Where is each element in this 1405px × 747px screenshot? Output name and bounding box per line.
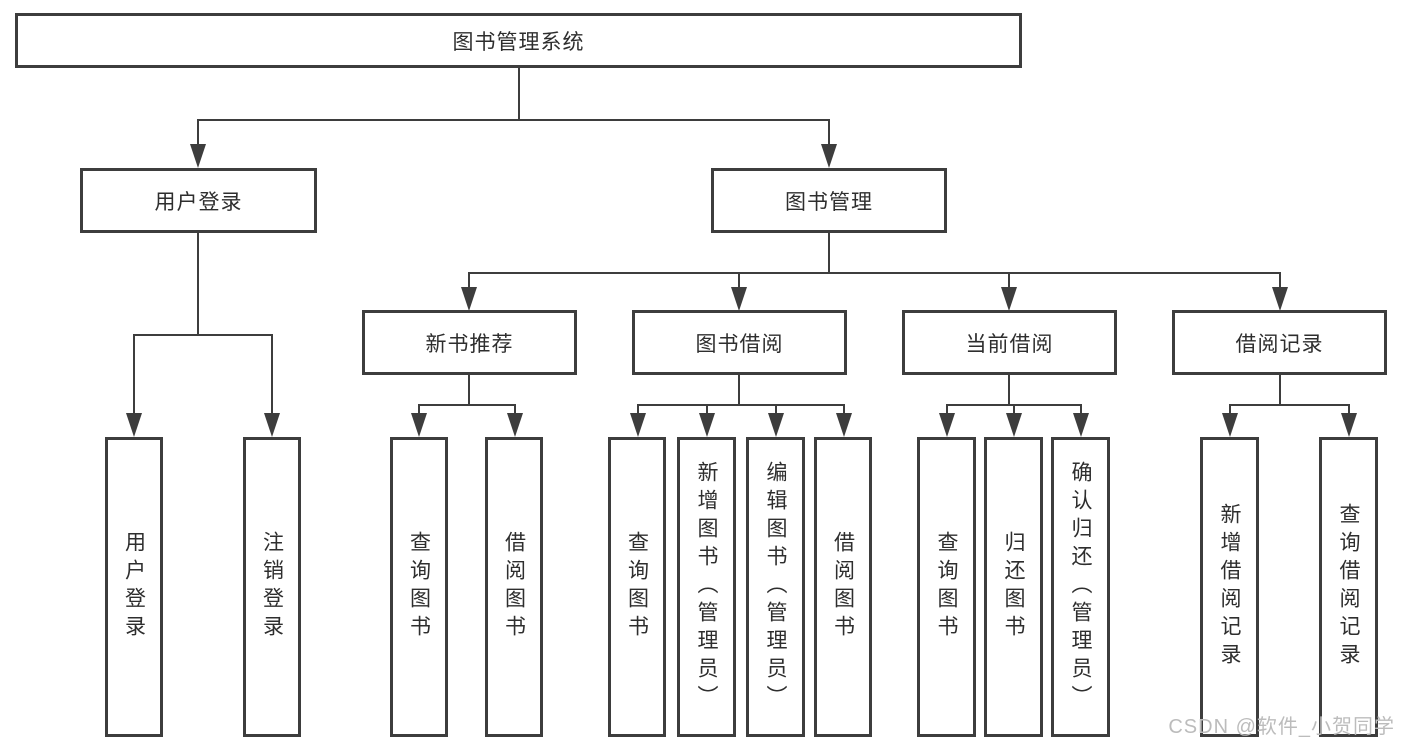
connector-user-login-trunk (197, 233, 199, 336)
arrowhead-leaf-login-icon (126, 413, 142, 437)
node-user-login: 用户登录 (80, 168, 317, 233)
leaf-cb-confirm-return-admin: 确认归还（管理员） (1051, 437, 1110, 737)
node-library-system: 图书管理系统 (15, 13, 1022, 68)
connector-book-borrow-split (637, 404, 845, 406)
leaf-bb-edit-books-admin-label: 编辑图书（管理员） (764, 461, 787, 713)
connector-borrow-records-trunk (1279, 375, 1281, 406)
node-current-borrow: 当前借阅 (902, 310, 1117, 375)
arrowhead-book-mgmt-icon (821, 144, 837, 168)
leaf-user-login-label: 用户登录 (122, 531, 146, 643)
node-borrow-records: 借阅记录 (1172, 310, 1387, 375)
arrowhead-cb-return-icon (1006, 413, 1022, 437)
connector-book-mgmt-trunk (828, 233, 830, 274)
leaf-rec-query-books: 查询图书 (390, 437, 448, 737)
connector-user-login-split (133, 334, 273, 336)
connector-to-cb-confirm (1080, 404, 1082, 418)
arrowhead-book-borrow-icon (731, 287, 747, 311)
arrowhead-bb-edit-icon (768, 413, 784, 437)
leaf-rec-borrow-books: 借阅图书 (485, 437, 543, 737)
connector-to-book-mgmt (828, 119, 830, 149)
connector-book-mgmt-split (468, 272, 1281, 274)
arrowhead-current-borrow-icon (1001, 287, 1017, 311)
connector-to-br-add (1229, 404, 1231, 418)
node-new-book-rec-label: 新书推荐 (425, 332, 514, 356)
connector-to-bb-borrow (843, 404, 845, 418)
connector-to-rec-borrow (514, 404, 516, 418)
node-book-borrow-label: 图书借阅 (695, 332, 784, 356)
node-book-borrow: 图书借阅 (632, 310, 847, 375)
arrowhead-br-add-icon (1222, 413, 1238, 437)
leaf-cb-query-books-label: 查询图书 (935, 531, 958, 643)
arrowhead-leaf-logout-icon (264, 413, 280, 437)
leaf-bb-add-books-admin-label: 新增图书（管理员） (695, 461, 718, 713)
connector-new-book-rec-split (418, 404, 516, 406)
connector-to-cb-query (946, 404, 948, 418)
node-book-mgmt: 图书管理 (711, 168, 947, 233)
node-book-mgmt-label: 图书管理 (785, 190, 873, 214)
arrowhead-rec-query-icon (411, 413, 427, 437)
connector-to-bb-edit (775, 404, 777, 418)
arrowhead-bb-borrow-icon (836, 413, 852, 437)
node-current-borrow-label: 当前借阅 (965, 332, 1054, 356)
arrowhead-new-book-rec-icon (461, 287, 477, 311)
arrowhead-borrow-records-icon (1272, 287, 1288, 311)
arrowhead-user-login-icon (190, 144, 206, 168)
connector-book-borrow-trunk (738, 375, 740, 406)
connector-to-rec-query (418, 404, 420, 418)
arrowhead-rec-borrow-icon (507, 413, 523, 437)
connector-to-cb-return (1013, 404, 1015, 418)
leaf-cb-query-books: 查询图书 (917, 437, 976, 737)
leaf-rec-borrow-books-label: 借阅图书 (502, 531, 526, 643)
arrowhead-cb-query-icon (939, 413, 955, 437)
connector-root-split (197, 119, 830, 121)
node-user-login-label: 用户登录 (154, 190, 243, 214)
connector-to-new-book-rec (468, 272, 470, 290)
csdn-watermark: CSDN @软件_小贺同学 (1168, 716, 1395, 738)
node-library-system-label: 图书管理系统 (452, 30, 585, 54)
connector-to-bb-add (706, 404, 708, 418)
node-borrow-records-label: 借阅记录 (1235, 332, 1324, 356)
connector-to-leaf-logout (271, 334, 273, 418)
leaf-user-login: 用户登录 (105, 437, 163, 737)
connector-current-borrow-trunk (1008, 375, 1010, 406)
connector-to-current-borrow (1008, 272, 1010, 290)
leaf-br-add-record-label: 新增借阅记录 (1218, 503, 1241, 671)
connector-new-book-rec-trunk (468, 375, 470, 406)
leaf-br-query-record: 查询借阅记录 (1319, 437, 1378, 737)
arrowhead-cb-confirm-icon (1073, 413, 1089, 437)
leaf-logout-label: 注销登录 (260, 531, 284, 643)
leaf-bb-add-books-admin: 新增图书（管理员） (677, 437, 736, 737)
connector-to-book-borrow (738, 272, 740, 290)
arrowhead-bb-add-icon (699, 413, 715, 437)
connector-borrow-records-split (1229, 404, 1350, 406)
leaf-cb-return-books: 归还图书 (984, 437, 1043, 737)
leaf-br-add-record: 新增借阅记录 (1200, 437, 1259, 737)
leaf-bb-query-books: 查询图书 (608, 437, 666, 737)
leaf-bb-borrow-books: 借阅图书 (814, 437, 872, 737)
connector-to-user-login (197, 119, 199, 149)
node-new-book-rec: 新书推荐 (362, 310, 577, 375)
leaf-logout: 注销登录 (243, 437, 301, 737)
leaf-rec-query-books-label: 查询图书 (407, 531, 431, 643)
leaf-bb-query-books-label: 查询图书 (625, 531, 649, 643)
leaf-bb-edit-books-admin: 编辑图书（管理员） (746, 437, 805, 737)
arrowhead-bb-query-icon (630, 413, 646, 437)
arrowhead-br-query-icon (1341, 413, 1357, 437)
connector-to-leaf-login (133, 334, 135, 418)
connector-to-bb-query (637, 404, 639, 418)
connector-to-br-query (1348, 404, 1350, 418)
leaf-br-query-record-label: 查询借阅记录 (1337, 503, 1360, 671)
leaf-cb-confirm-return-admin-label: 确认归还（管理员） (1069, 461, 1092, 713)
connector-to-borrow-records (1279, 272, 1281, 290)
leaf-cb-return-books-label: 归还图书 (1002, 531, 1025, 643)
connector-root-trunk (518, 68, 520, 121)
leaf-bb-borrow-books-label: 借阅图书 (831, 531, 855, 643)
